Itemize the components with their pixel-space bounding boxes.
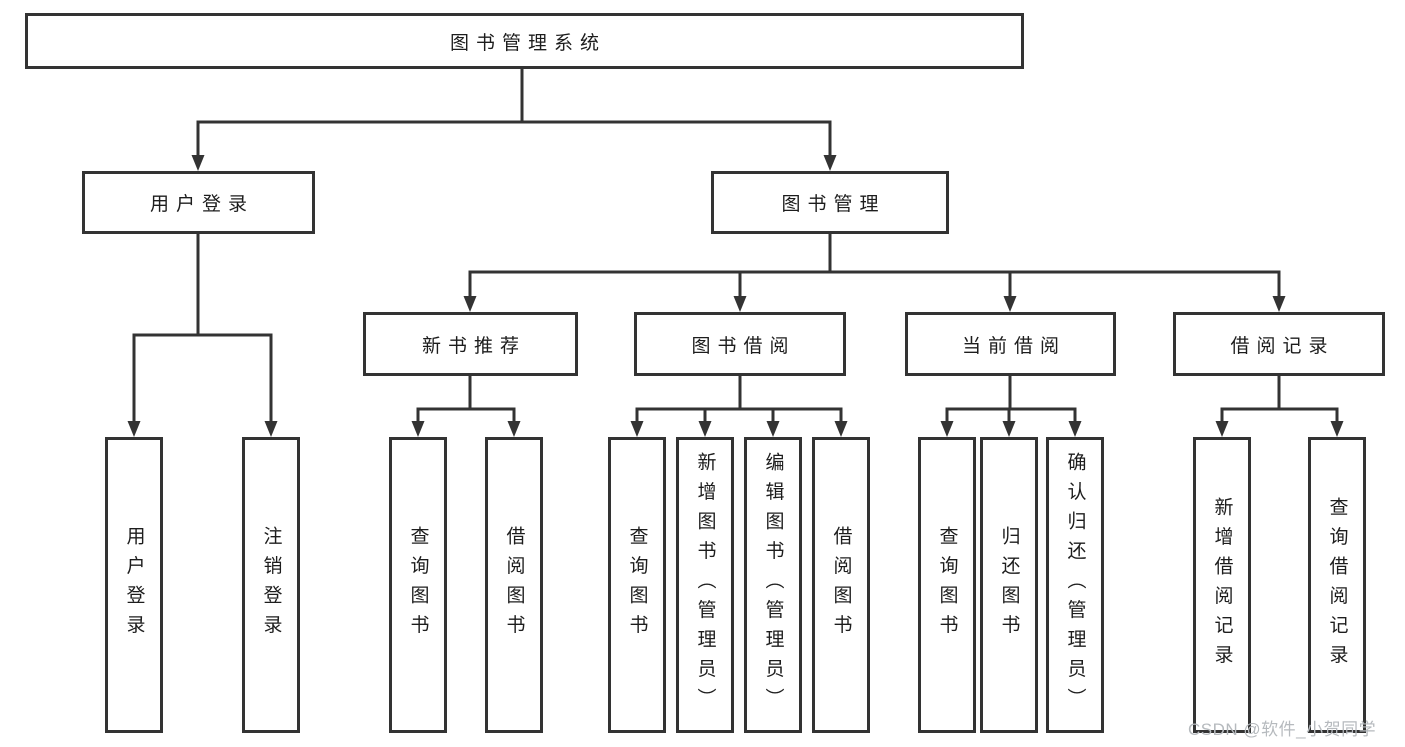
leaf-add-book-admin: 新增图书（管理员） bbox=[676, 437, 734, 733]
node-current-borrow-label: 当前借阅 bbox=[961, 335, 1066, 357]
leaf-confirm-return-admin: 确认归还（管理员） bbox=[1046, 437, 1104, 733]
leaf-query-borrow-record: 查询借阅记录 bbox=[1308, 437, 1366, 733]
leaf-user-login: 用户登录 bbox=[105, 437, 163, 733]
node-book-borrow-label: 图书借阅 bbox=[691, 335, 796, 357]
leaf-newrec-query-book-label: 查询图书 bbox=[407, 526, 429, 644]
node-user-login-label: 用户登录 bbox=[149, 194, 254, 215]
node-root-label: 图书管理系统 bbox=[449, 32, 606, 54]
node-new-book-recommend: 新书推荐 bbox=[363, 312, 578, 376]
node-book-management-label: 图书管理 bbox=[781, 194, 886, 215]
leaf-current-query-book: 查询图书 bbox=[918, 437, 976, 733]
node-new-book-recommend-label: 新书推荐 bbox=[421, 335, 526, 357]
leaf-edit-book-admin-label: 编辑图书（管理员） bbox=[762, 452, 784, 718]
node-current-borrow: 当前借阅 bbox=[905, 312, 1116, 376]
leaf-add-borrow-record-label: 新增借阅记录 bbox=[1211, 496, 1233, 674]
leaf-logout: 注销登录 bbox=[242, 437, 300, 733]
leaf-newrec-query-book: 查询图书 bbox=[389, 437, 447, 733]
node-root: 图书管理系统 bbox=[25, 13, 1024, 69]
leaf-logout-label: 注销登录 bbox=[260, 526, 282, 644]
node-book-borrow: 图书借阅 bbox=[634, 312, 846, 376]
leaf-current-query-book-label: 查询图书 bbox=[936, 526, 958, 644]
leaf-return-book: 归还图书 bbox=[980, 437, 1038, 733]
node-user-login: 用户登录 bbox=[82, 171, 315, 234]
leaf-newrec-borrow-book-label: 借阅图书 bbox=[503, 526, 525, 644]
leaf-add-borrow-record: 新增借阅记录 bbox=[1193, 437, 1251, 733]
leaf-borrow-query-book-label: 查询图书 bbox=[626, 526, 648, 644]
leaf-user-login-label: 用户登录 bbox=[123, 526, 145, 644]
leaf-query-borrow-record-label: 查询借阅记录 bbox=[1326, 496, 1348, 674]
leaf-borrow-borrow-book-label: 借阅图书 bbox=[830, 526, 852, 644]
leaf-edit-book-admin: 编辑图书（管理员） bbox=[744, 437, 802, 733]
node-borrow-records: 借阅记录 bbox=[1173, 312, 1385, 376]
leaf-newrec-borrow-book: 借阅图书 bbox=[485, 437, 543, 733]
leaf-borrow-borrow-book: 借阅图书 bbox=[812, 437, 870, 733]
leaf-return-book-label: 归还图书 bbox=[998, 526, 1020, 644]
csdn-watermark: CSDN @软件_小贺同学 bbox=[1188, 720, 1377, 739]
leaf-add-book-admin-label: 新增图书（管理员） bbox=[694, 452, 716, 718]
node-book-management: 图书管理 bbox=[711, 171, 949, 234]
leaf-confirm-return-admin-label: 确认归还（管理员） bbox=[1064, 452, 1086, 718]
leaf-borrow-query-book: 查询图书 bbox=[608, 437, 666, 733]
node-borrow-records-label: 借阅记录 bbox=[1230, 335, 1335, 357]
